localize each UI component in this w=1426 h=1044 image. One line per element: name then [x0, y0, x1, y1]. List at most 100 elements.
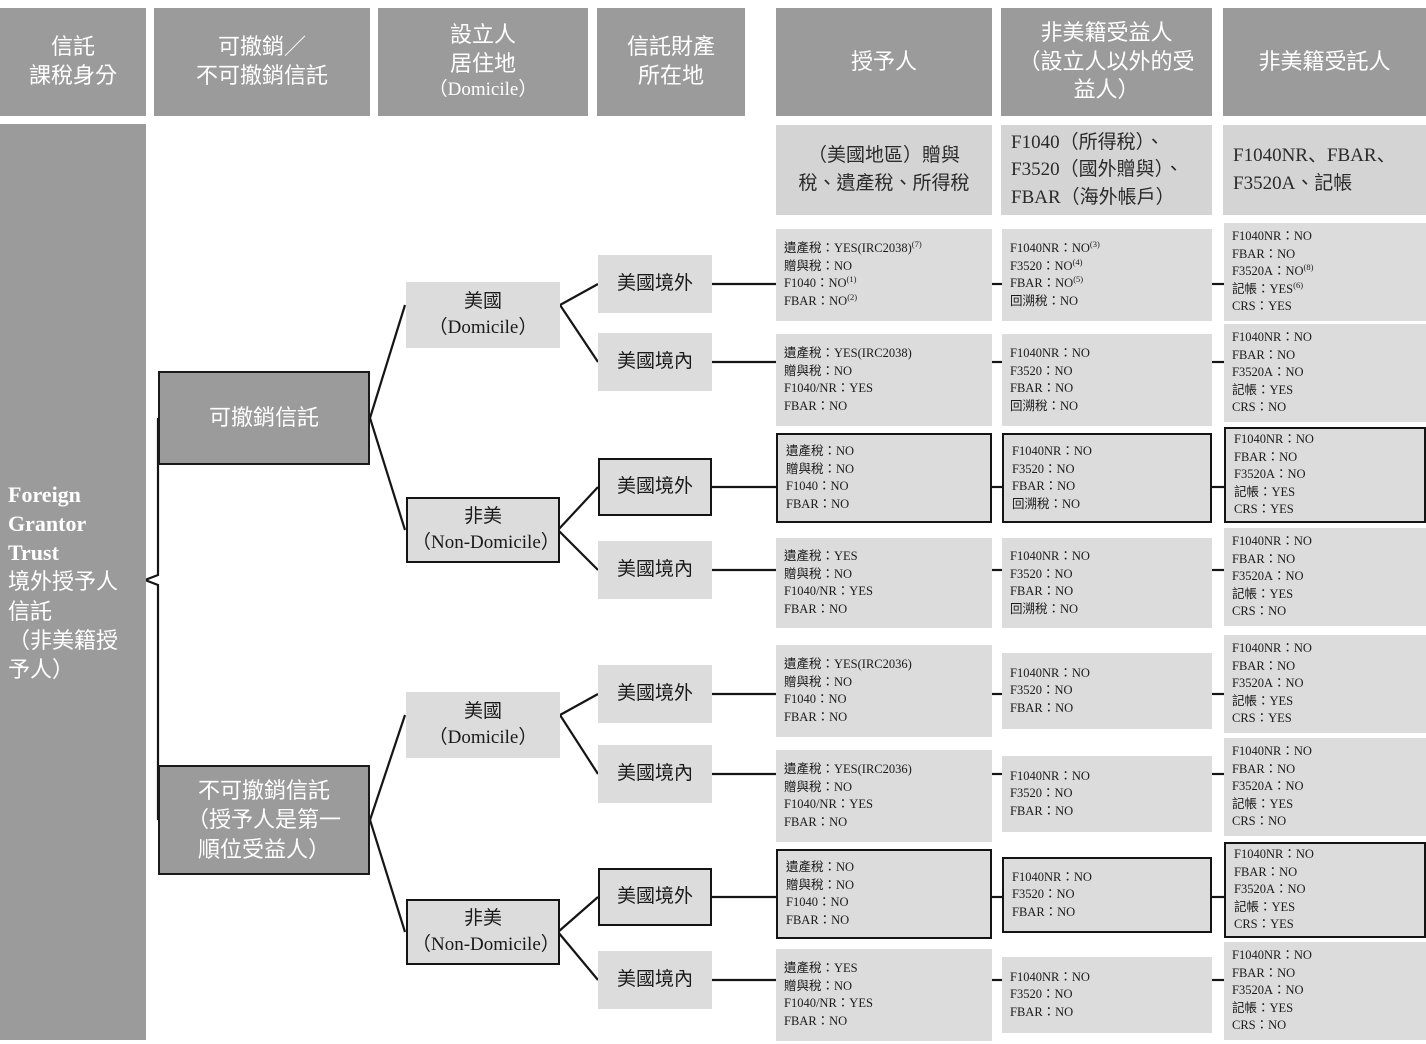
- leaf-line: F1040/NR：YES: [784, 797, 873, 811]
- property-location-row-3[interactable]: 美國境外: [598, 458, 712, 516]
- header-grantor: 授予人: [776, 8, 992, 116]
- subheader-beneficiary: F1040（所得稅）、 F3520（國外贈與）、 FBAR（海外帳戶）: [1001, 125, 1212, 215]
- leaf-line: F1040NR：NO: [1010, 549, 1090, 563]
- header-non-us-beneficiary: 非美籍受益人 （設立人以外的受 益人）: [1001, 8, 1212, 116]
- leaf-line: FBAR：NO: [784, 1013, 848, 1028]
- branch-label-line: （授予人是第一: [186, 807, 341, 833]
- property-label: 美國境外: [616, 683, 693, 705]
- branch-irrevocable-trust[interactable]: 不可撤銷信託 （授予人是第一 順位受益人）: [158, 765, 370, 875]
- property-location-row-6[interactable]: 美國境內: [598, 745, 712, 803]
- domicile-label-line: 非美: [463, 506, 502, 528]
- leaf-line: F1040NR：NO: [1234, 432, 1314, 447]
- header-line: 授予人: [850, 48, 917, 74]
- leaf-line: CRS：YES: [1234, 917, 1294, 932]
- leaf-line: F1040：NO: [786, 479, 849, 493]
- header-line: 課稅身分: [28, 63, 117, 88]
- domicile-us-revocable[interactable]: 美國 （Domicile）: [406, 282, 560, 348]
- leaf-line: F1040NR：NO: [1012, 869, 1092, 884]
- property-label: 美國境外: [616, 273, 693, 295]
- leaf-line: FBAR：NO: [786, 912, 850, 927]
- leaf-line: F3520A：NO: [1234, 467, 1306, 482]
- header-line: 非美籍受益人: [1040, 20, 1173, 46]
- leaf-line: CRS：YES: [1234, 502, 1294, 517]
- property-label: 美國境內: [616, 969, 693, 991]
- trunk-line: （非美籍授: [8, 627, 119, 653]
- property-location-row-1[interactable]: 美國境外: [598, 255, 712, 313]
- leaf-line: 贈與稅：NO: [784, 363, 853, 378]
- leaf-line: FBAR：NO: [1232, 658, 1296, 673]
- header-line: 非美籍受託人: [1258, 48, 1391, 74]
- header-line: （Domicile）: [428, 79, 538, 101]
- trunk-line: 信託: [8, 598, 53, 624]
- subheader-line: F1040NR、FBAR、: [1233, 145, 1396, 167]
- leaf-line: 回溯稅：NO: [1010, 398, 1079, 413]
- domicile-non-us-irrevocable[interactable]: 非美 （Non-Domicile）: [406, 899, 560, 965]
- leaf-line: FBAR：NO: [1010, 803, 1074, 818]
- leaf-line: CRS：NO: [1232, 1018, 1287, 1033]
- branch-label-line: 順位受益人）: [197, 836, 330, 862]
- leaf-line: FBAR：NO(2): [784, 291, 858, 308]
- leaf-line: FBAR：NO: [784, 398, 848, 413]
- property-label: 美國境內: [616, 559, 693, 581]
- leaf-line: FBAR：NO: [1234, 449, 1298, 464]
- leaf-line: F1040NR：NO: [1010, 346, 1090, 360]
- leaf-line: F3520：NO: [1010, 363, 1073, 378]
- leaf-line: F3520：NO: [1012, 887, 1075, 902]
- leaf-line: 贈與稅：NO: [784, 779, 853, 794]
- leaf-line: CRS：NO: [1232, 400, 1287, 415]
- leaf-beneficiary-row-2[interactable]: F1040NR：NO F3520：NO FBAR：NO 回溯稅：NO: [1002, 334, 1212, 426]
- leaf-line: 遺產稅：YES(IRC2036): [784, 657, 912, 671]
- header-line: 益人）: [1073, 77, 1140, 103]
- property-location-row-8[interactable]: 美國境內: [598, 951, 712, 1009]
- branch-revocable-trust[interactable]: 可撤銷信託: [158, 371, 370, 465]
- leaf-beneficiary-row-1[interactable]: F1040NR：NO(3)F3520：NO(4)FBAR：NO(5)回溯稅：NO: [1002, 229, 1212, 321]
- leaf-line: 贈與稅：NO: [786, 461, 855, 476]
- header-line: 不可撤銷信託: [195, 63, 328, 88]
- domicile-label-line: （Domicile）: [428, 317, 538, 338]
- property-location-row-4[interactable]: 美國境內: [598, 541, 712, 599]
- leaf-line: FBAR：NO: [1010, 381, 1074, 395]
- domicile-us-irrevocable[interactable]: 美國 （Domicile）: [406, 692, 560, 758]
- leaf-line: 贈與稅：NO: [784, 978, 853, 993]
- domicile-label-line: （Non-Domicile）: [412, 934, 560, 955]
- leaf-line: 遺產稅：YES(IRC2038): [784, 346, 912, 360]
- property-location-row-2[interactable]: 美國境內: [598, 333, 712, 391]
- leaf-line: 記帳：YES: [1232, 796, 1294, 811]
- property-location-row-5[interactable]: 美國境外: [598, 665, 712, 723]
- leaf-line: 遺產稅：YES: [784, 961, 858, 975]
- leaf-line: F1040/NR：YES: [784, 996, 873, 1010]
- leaf-line: FBAR：NO: [1232, 246, 1296, 261]
- subheader-line: FBAR（海外帳戶）: [1011, 186, 1175, 208]
- leaf-line: 記帳：YES: [1234, 899, 1296, 914]
- property-location-row-7[interactable]: 美國境外: [598, 868, 712, 926]
- domicile-non-us-revocable[interactable]: 非美 （Non-Domicile）: [406, 497, 560, 563]
- leaf-line: F1040NR：NO: [1232, 229, 1312, 244]
- leaf-line: FBAR：NO: [1010, 1004, 1074, 1019]
- trunk-foreign-grantor-trust: Foreign Grantor Trust 境外授予人 信託 （非美籍授 予人）: [0, 124, 146, 1040]
- leaf-grantor-row-8[interactable]: 遺產稅：YES 贈與稅：NO F1040/NR：YES FBAR：NO: [776, 949, 992, 1041]
- leaf-line: CRS：YES: [1232, 711, 1292, 726]
